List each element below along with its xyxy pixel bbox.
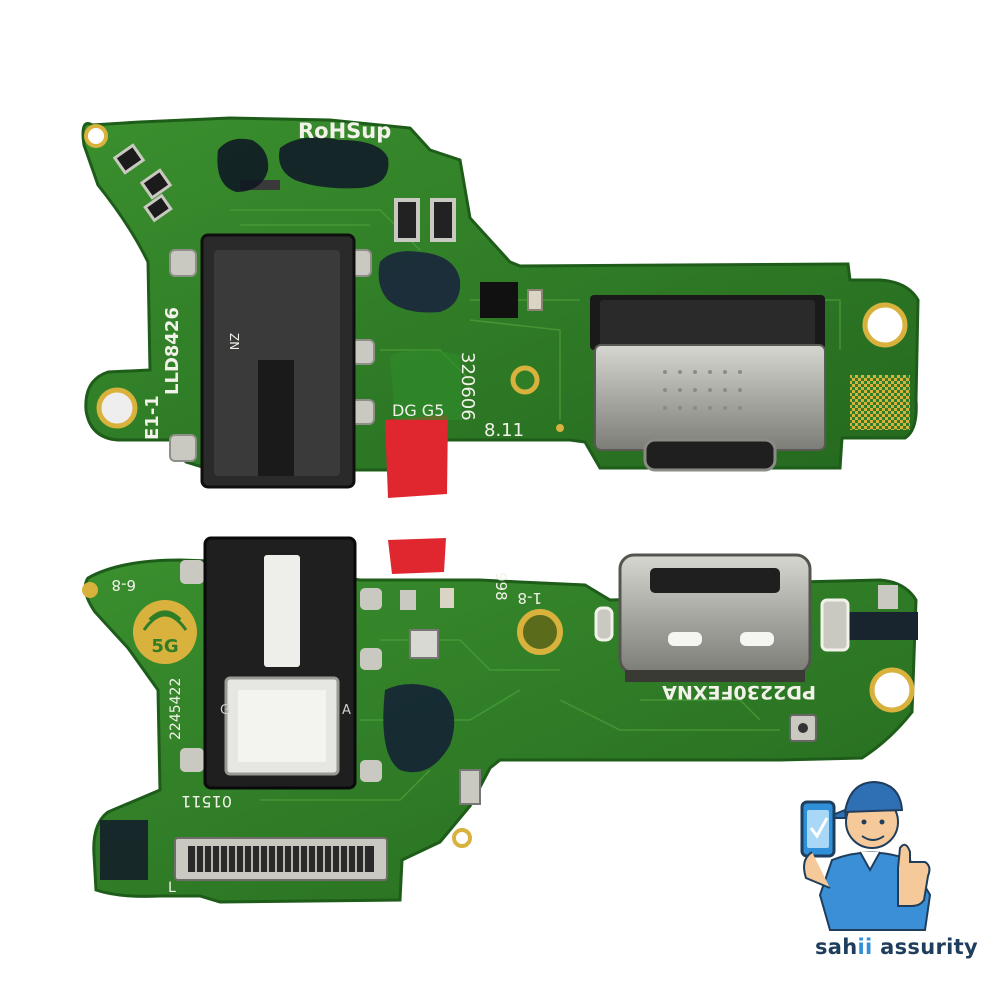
five-g-logo: 5G <box>133 600 197 664</box>
svg-text:5G: 5G <box>151 636 178 657</box>
top-charging-board: ZN RoHSup LLD8426 E1-1 320606 DG G5 8.11 <box>81 116 920 498</box>
top-mount-hole-left-upper <box>84 124 108 148</box>
brand-name-part2: assurity <box>872 935 978 959</box>
top-coating-blob-2 <box>279 137 389 189</box>
top-coating-area <box>390 350 462 420</box>
bottom-ferrite-component <box>845 612 918 640</box>
rohs-label: RoHSup <box>298 119 391 143</box>
bottom-mount-hole-bottom <box>452 828 472 848</box>
mascot-cap <box>843 780 904 814</box>
fpc-board-to-board-connector <box>174 837 388 881</box>
top-usb-c-port <box>590 295 826 472</box>
top-test-pad <box>556 424 564 432</box>
batch-label: DG G5 <box>392 401 444 420</box>
serial-label: 01511 <box>181 792 232 811</box>
version-label: 8.11 <box>484 420 524 441</box>
brand-name-highlight: ii <box>857 935 873 959</box>
mascot-illustration <box>800 780 932 931</box>
jack-mark: ZN <box>227 333 241 350</box>
top-coating-blob-3 <box>378 251 461 313</box>
top-left-mark-label: 6-8 <box>112 576 137 594</box>
date-code-label: 320606 <box>457 352 478 421</box>
center-mark-b-label: 1-8 <box>518 589 543 607</box>
brand-name-part1: sah <box>815 935 858 959</box>
part-code-label: LLD8426 <box>162 307 183 395</box>
top-mount-hole-left <box>96 387 138 429</box>
revision-label: E1-1 <box>142 395 163 440</box>
bottom-charging-board: 5G <box>82 536 918 904</box>
brand-wordmark: sahii assurity <box>815 935 978 959</box>
center-mark-a-label: 998 <box>492 572 510 601</box>
bottom-outlined-pad-left <box>594 606 614 642</box>
bottom-smd-components <box>100 585 898 880</box>
bottom-mount-hole-center <box>517 609 563 655</box>
top-smd-components <box>112 143 543 318</box>
check-icon <box>809 817 829 839</box>
top-red-tape <box>385 415 448 498</box>
top-headphone-jack: ZN <box>169 233 375 489</box>
side-code-label: 2245422 <box>168 678 184 740</box>
fpc-pins <box>195 846 365 872</box>
bottom-coating-blob <box>383 684 455 773</box>
bottom-mount-hole-left <box>82 582 98 598</box>
top-mount-hole-right <box>862 302 908 348</box>
bottom-outlined-pad-right <box>820 598 850 652</box>
top-usb-vent-dots <box>663 370 742 410</box>
bottom-usb-c-port <box>618 553 812 682</box>
bottom-headphone-jack: G A <box>180 536 382 790</box>
corner-mark-label: L <box>168 880 176 896</box>
bottom-red-tape <box>388 538 446 574</box>
bottom-mount-hole-right <box>869 667 915 713</box>
jack-pin-a: A <box>342 703 351 718</box>
model-code-label: PD2230FEXNA <box>662 681 816 703</box>
top-mount-hole-center <box>510 365 540 395</box>
thumbs-up-icon <box>897 843 931 907</box>
jack-pin-g: G <box>220 703 230 718</box>
top-coating-blob-1 <box>217 138 269 192</box>
top-qr-matrix <box>850 375 910 430</box>
